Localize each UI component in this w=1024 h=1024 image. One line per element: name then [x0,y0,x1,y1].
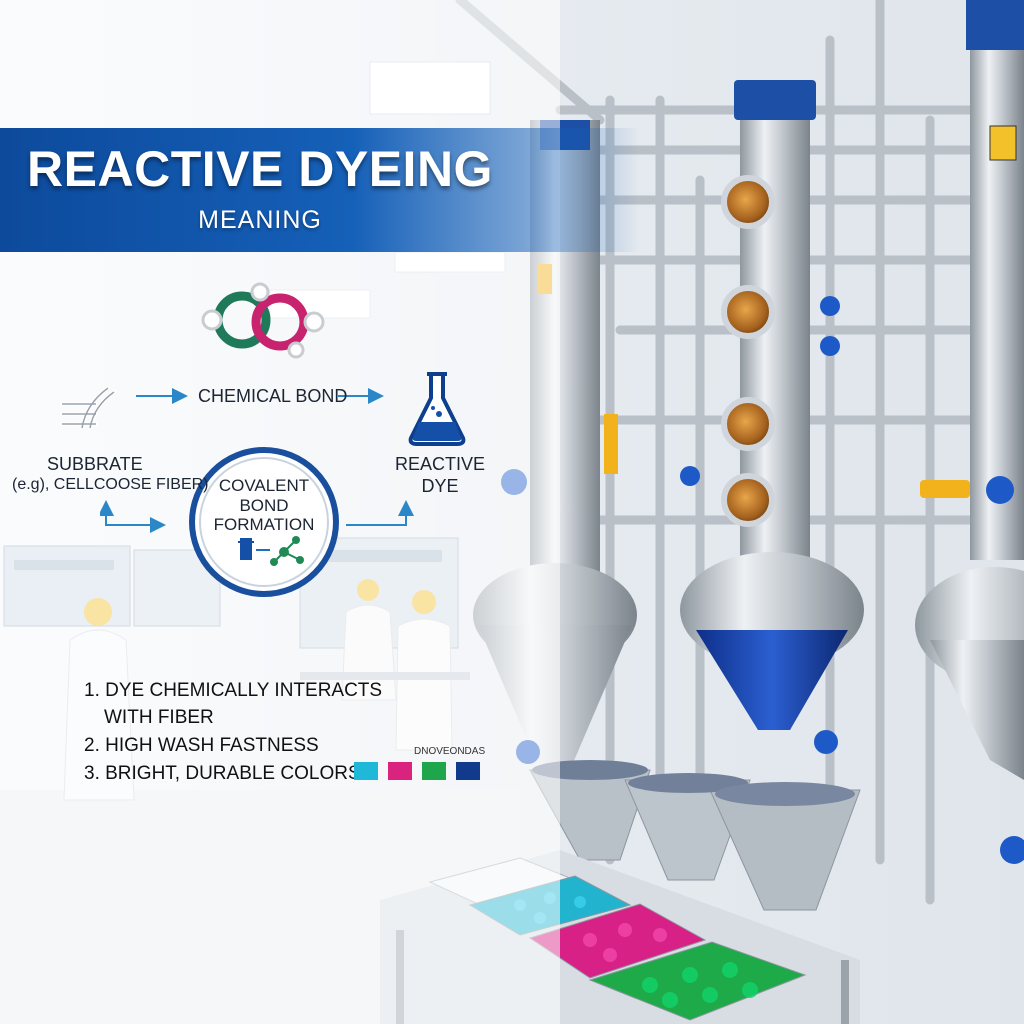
covalent-label-line3: FORMATION [213,515,315,534]
chemical-bond-label: CHEMICAL BOND [198,386,348,406]
swatch-cyan [354,762,378,780]
molecule-icon [238,536,304,566]
flask-icon [408,372,466,446]
interlocking-rings-icon [201,282,325,359]
swatch-navy [456,762,480,780]
swatch-green [422,762,446,780]
swatch-magenta [388,762,412,780]
flow-arrows [100,388,414,533]
fiber-icon [60,386,116,430]
list-item-1-continued: WITH FIBER [104,707,214,728]
list-item-1: 1. DYE CHEMICALLY INTERACTS [84,680,383,701]
page-title: REACTIVE DYEING [27,141,493,197]
swatch-caption: DNOVEONDAS [414,746,486,757]
list-item-2: 2. HIGH WASH FASTNESS [84,735,319,756]
page-subtitle: MEANING [198,206,322,234]
list-item-3: 3. BRIGHT, DURABLE COLORS [84,763,361,784]
reactive-dye-label-line2: DYE [421,476,459,496]
substrate-example: (e.g), CELLCOOSE FIBER) [12,476,209,493]
reactive-dye-label-line1: REACTIVE [394,454,486,474]
substrate-label: SUBBRATE [47,454,143,474]
covalent-label-line1: COVALENT [218,476,310,495]
title-banner [0,128,640,252]
covalent-label-line2: BOND [239,496,289,515]
